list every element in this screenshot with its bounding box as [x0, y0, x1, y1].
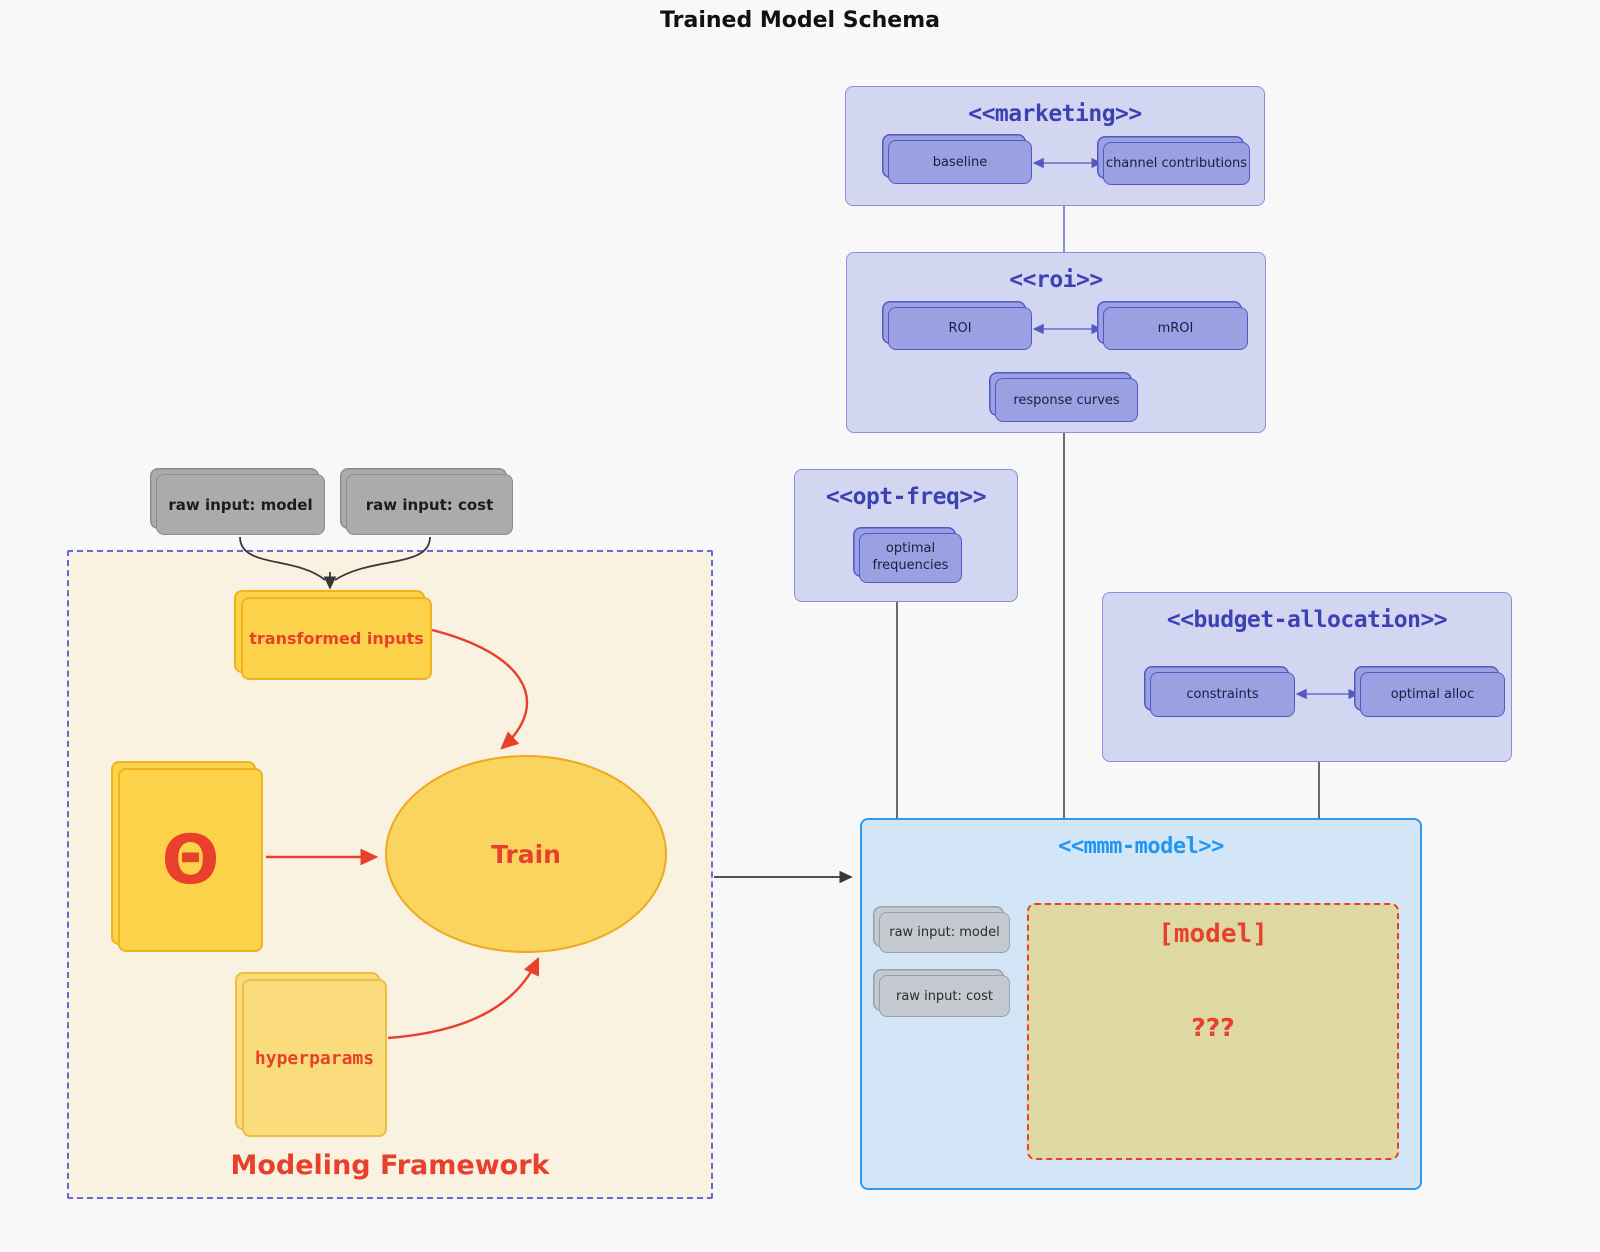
node-hyperparams: hyperparams	[242, 979, 387, 1137]
model-unknown-label: ???	[1191, 1013, 1235, 1042]
group-budget-allocation-title: <<budget-allocation>>	[1166, 607, 1448, 633]
modeling-framework-label: Modeling Framework	[230, 1150, 550, 1181]
node-channel-contributions: channel contributions	[1103, 142, 1250, 185]
node-raw-input-cost: raw input: cost	[346, 474, 513, 535]
node-baseline: baseline	[888, 140, 1032, 184]
node-roi: ROI	[888, 307, 1032, 350]
group-marketing-title: <<marketing>>	[968, 101, 1142, 127]
node-mmm-raw-input-model: raw input: model	[879, 912, 1010, 953]
page-title: Trained Model Schema	[660, 8, 940, 33]
node-mmm-raw-input-cost: raw input: cost	[879, 975, 1010, 1017]
group-roi-title: <<roi>>	[1009, 267, 1103, 293]
node-optimal-alloc: optimal alloc	[1360, 672, 1505, 717]
node-mroi: mROI	[1103, 307, 1248, 350]
edge-rawmodel-transformed	[239, 536, 326, 581]
node-model-placeholder: [model] ???	[1027, 903, 1399, 1160]
node-theta: Θ	[118, 768, 263, 952]
node-raw-input-model: raw input: model	[156, 474, 325, 535]
edge-hyperparams-train	[387, 956, 540, 1040]
node-optimal-frequencies: optimal frequencies	[859, 533, 962, 583]
edge-rawcost-transformed	[334, 536, 431, 581]
node-response-curves: response curves	[995, 378, 1138, 422]
node-train-ellipse: Train	[385, 755, 667, 953]
group-opt-freq-title: <<opt-freq>>	[825, 484, 987, 510]
edge-transformed-train	[431, 628, 529, 750]
group-mmm-model-title: <<mmm-model>>	[1058, 834, 1224, 859]
node-constraints: constraints	[1150, 672, 1295, 717]
model-placeholder-label: [model]	[1158, 919, 1268, 949]
node-transformed-inputs: transformed inputs	[241, 597, 432, 680]
